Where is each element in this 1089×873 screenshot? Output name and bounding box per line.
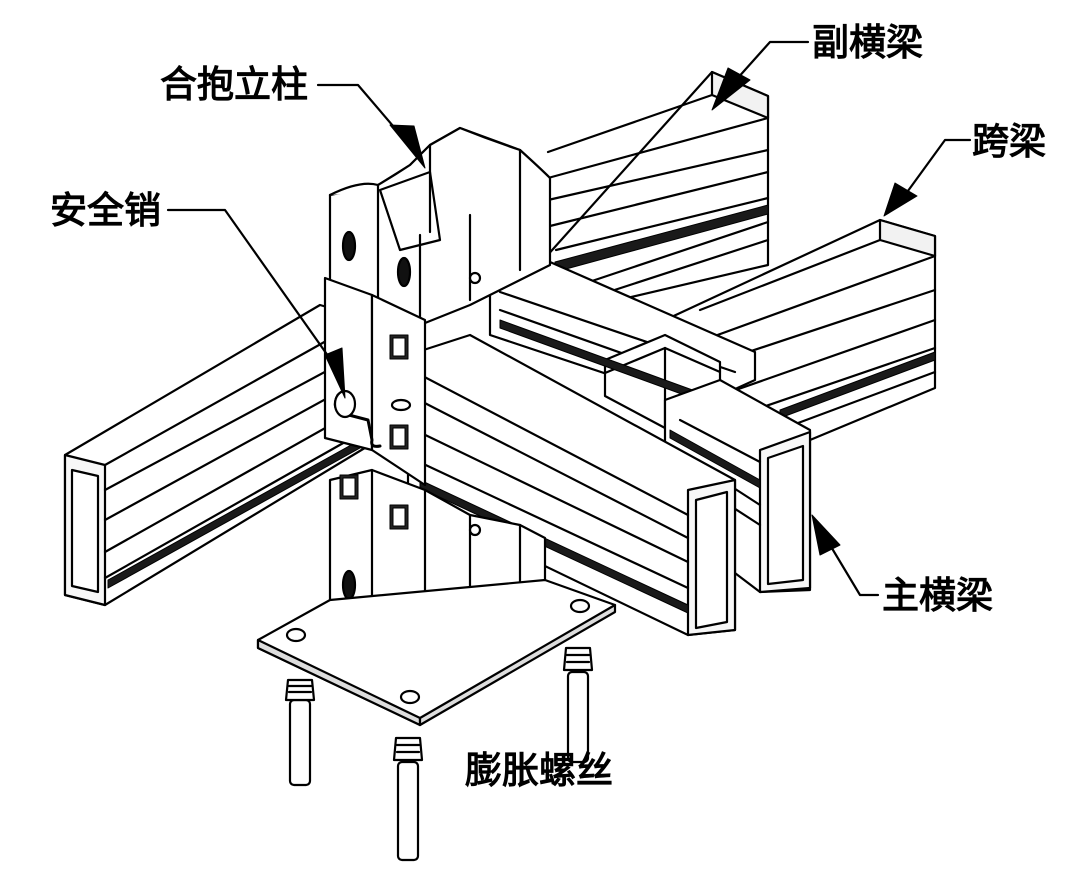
label-column: 合抱立柱	[160, 63, 308, 106]
left-beam	[63, 303, 380, 607]
anchor-bolts	[284, 646, 594, 862]
leader-lines	[166, 40, 972, 597]
anchor-bolt	[562, 646, 594, 764]
anchor-bolt	[392, 736, 424, 862]
label-anchor-bolt: 膨胀螺丝	[465, 749, 613, 792]
sub-beam	[543, 70, 770, 307]
anchor-bolt	[284, 678, 316, 787]
label-span-beam: 跨梁	[972, 120, 1046, 163]
column-upper	[328, 126, 552, 327]
label-main-beam: 主横梁	[882, 574, 993, 617]
label-safety-pin: 安全销	[50, 189, 161, 232]
label-sub-beam: 副横梁	[812, 21, 923, 64]
safety-pin	[333, 389, 382, 448]
base-plate	[256, 578, 617, 727]
front-beam	[406, 333, 737, 637]
